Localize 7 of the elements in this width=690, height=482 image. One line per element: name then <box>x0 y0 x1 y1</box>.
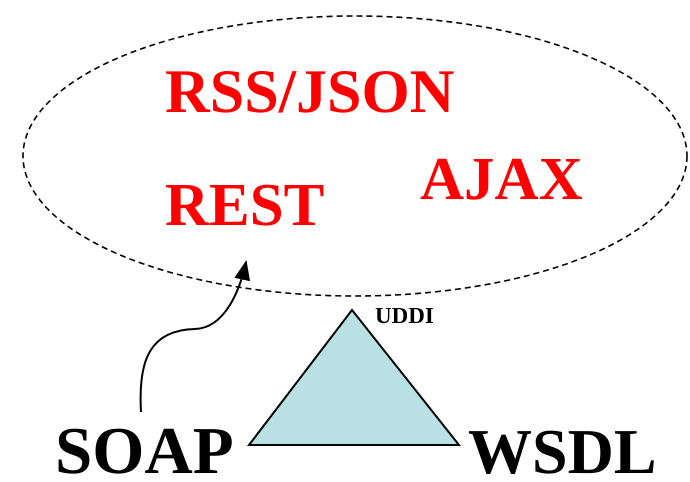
node-label: REST <box>165 175 324 236</box>
node-label: RSS/JSON <box>165 61 454 123</box>
node-label: SOAP <box>55 418 234 482</box>
curved-arrow <box>140 260 250 412</box>
corner-label: UDDI <box>375 304 434 327</box>
node-label: AJAX <box>420 149 583 210</box>
corner-label: WSDL <box>468 420 656 482</box>
